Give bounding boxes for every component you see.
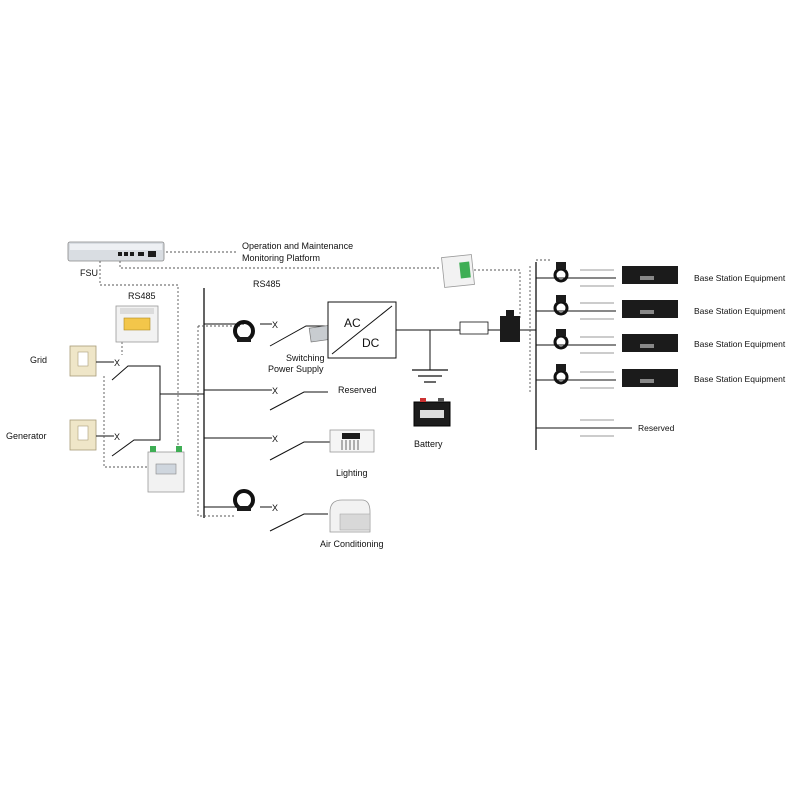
- breaker-lighting: X: [272, 434, 278, 444]
- aircon-icon: [329, 499, 371, 533]
- battery-label: Battery: [414, 439, 443, 449]
- bse-branch-4: [536, 364, 678, 389]
- switching-label-line1: Switching: [286, 353, 325, 363]
- platform-label-line1: Operation and Maintenance: [242, 241, 353, 251]
- dc-label: DC: [362, 336, 380, 350]
- breaker-switching: X: [272, 320, 278, 330]
- breaker-aircon: X: [272, 503, 278, 513]
- lighting-icon: [329, 429, 375, 453]
- ac-dc-converter: [327, 301, 397, 359]
- breaker-reserved: X: [272, 386, 278, 396]
- fsu-unit-icon: [67, 241, 165, 262]
- grid-label: Grid: [30, 355, 47, 365]
- switching-label-line2: Power Supply: [268, 364, 324, 374]
- dc-meter-icon: [441, 254, 475, 288]
- platform-label-line2: Monitoring Platform: [242, 253, 320, 263]
- fsu-to-meter-link: [119, 261, 440, 269]
- bse-branch-3: [536, 329, 678, 354]
- meter-bottom-icon: [147, 446, 185, 493]
- generator-label: Generator: [6, 431, 47, 441]
- bse-label-1: Base Station Equipment: [694, 273, 786, 283]
- dc-fuse: [459, 321, 489, 335]
- battery-icon: [413, 398, 451, 427]
- ats-wiring: [111, 365, 161, 457]
- rs485-label-top: RS485: [128, 291, 156, 301]
- bse-branch-1: [536, 262, 678, 287]
- ct-switching-icon: [233, 320, 255, 342]
- bse-label-3: Base Station Equipment: [694, 339, 786, 349]
- reserved-dc-label: Reserved: [638, 423, 675, 433]
- fsu-rs485-bus: [99, 261, 179, 465]
- reserved-ac-label: Reserved: [338, 385, 377, 395]
- ac-label: AC: [344, 316, 361, 330]
- bse-label-2: Base Station Equipment: [694, 306, 786, 316]
- dc-shunt-icon: [500, 310, 520, 342]
- fsu-label: FSU: [80, 268, 98, 278]
- meter-top-icon: [115, 305, 159, 343]
- bse-branch-2: [536, 295, 678, 320]
- breaker-grid: X: [114, 358, 120, 368]
- bse-label-4: Base Station Equipment: [694, 374, 786, 384]
- ground-symbol: [412, 369, 448, 383]
- ct-aircon-icon: [233, 489, 255, 511]
- aircon-label: Air Conditioning: [320, 539, 384, 549]
- lighting-label: Lighting: [336, 468, 368, 478]
- generator-switch-icon: [69, 419, 97, 451]
- rs485-label-mid: RS485: [253, 279, 281, 289]
- breaker-generator: X: [114, 432, 120, 442]
- grid-switch-icon: [69, 345, 97, 377]
